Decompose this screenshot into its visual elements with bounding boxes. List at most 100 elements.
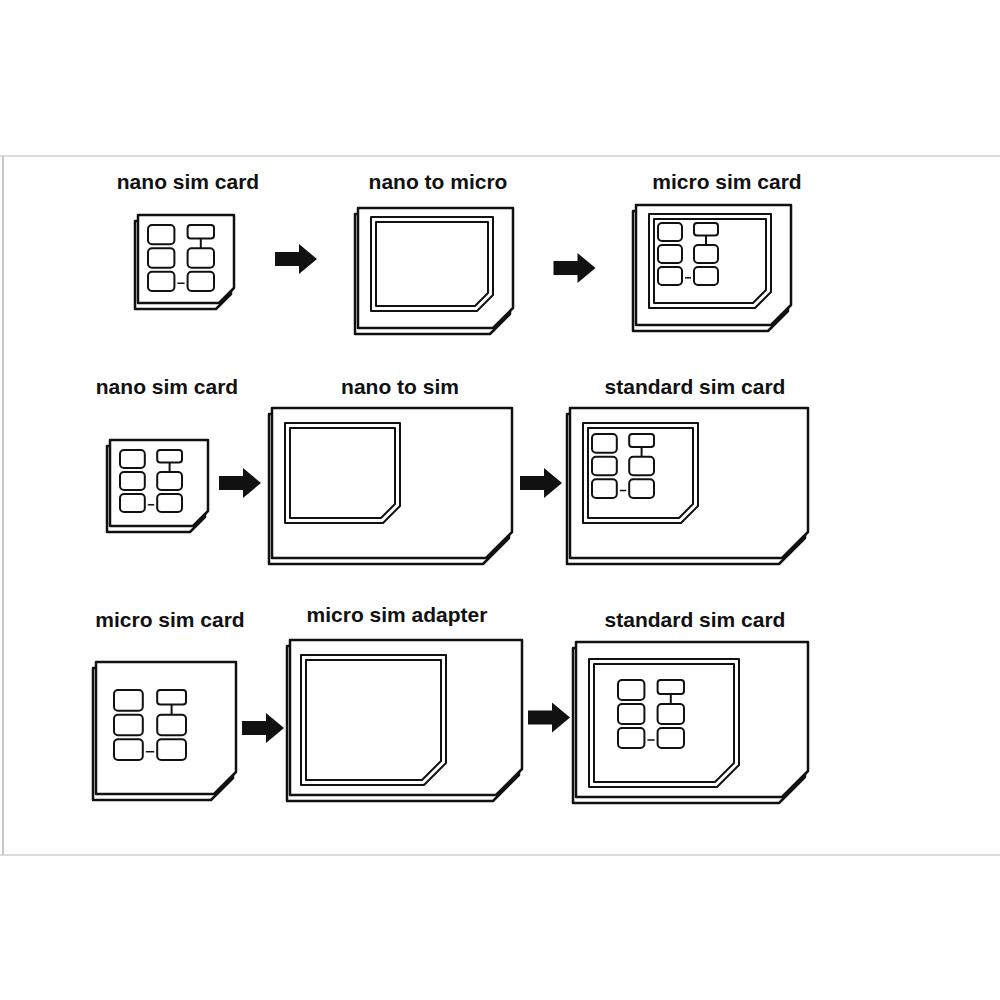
sim-chip xyxy=(114,690,186,760)
sim-figure: nano sim card xyxy=(92,373,242,534)
card-face xyxy=(358,208,513,328)
adapter-hole xyxy=(594,664,734,782)
frame-line xyxy=(0,155,1000,157)
chip-line xyxy=(620,490,626,492)
adapter-hole xyxy=(290,428,395,518)
sim-illustration xyxy=(102,432,216,534)
chip-contact xyxy=(157,472,182,490)
sim-illustration xyxy=(264,400,520,566)
sim-chip xyxy=(592,434,654,498)
block-arrow xyxy=(219,468,261,498)
chip-line xyxy=(705,236,707,245)
chip-contact xyxy=(188,225,214,239)
chip-line xyxy=(171,704,173,714)
adapter-hole xyxy=(376,222,488,306)
card-face xyxy=(272,408,512,558)
chip-contact xyxy=(592,434,617,453)
card-face xyxy=(110,440,208,526)
adapter-hole xyxy=(306,660,441,780)
sim-figure: micro sim card xyxy=(88,606,249,802)
figure-heading: micro sim card xyxy=(652,170,801,194)
chip-line xyxy=(647,739,654,741)
chip-contact xyxy=(658,245,682,263)
chip-contact xyxy=(618,680,644,700)
card-face xyxy=(576,642,808,797)
sim-figure: standard sim card xyxy=(568,606,816,805)
chip-contact xyxy=(148,272,174,291)
chip-line xyxy=(177,283,184,285)
chip-contact xyxy=(148,225,174,244)
chip-contact xyxy=(114,690,143,711)
block-arrow xyxy=(275,244,317,274)
sim-chip xyxy=(148,225,214,291)
chip-contact xyxy=(157,494,182,512)
sim-chip xyxy=(618,680,684,748)
block-arrow xyxy=(554,253,596,283)
chip-contact xyxy=(658,223,682,241)
card-face xyxy=(290,640,522,795)
sim-figure: micro sim adapter xyxy=(282,601,530,803)
figure-heading: nano to micro xyxy=(369,170,508,194)
chip-contact xyxy=(658,728,684,748)
chip-contact xyxy=(157,690,186,704)
sim-figure: micro sim card xyxy=(628,168,806,333)
sim-illustration xyxy=(88,654,244,802)
chip-line xyxy=(670,694,672,704)
block-arrow xyxy=(520,468,562,498)
adapter-rim xyxy=(285,423,400,523)
chip-contact xyxy=(694,267,718,285)
figure-heading: nano sim card xyxy=(96,375,238,399)
sim-illustration xyxy=(282,632,530,803)
chip-line xyxy=(200,239,202,249)
frame-line xyxy=(2,156,4,855)
figure-heading: micro sim adapter xyxy=(307,603,488,627)
chip-contact xyxy=(629,457,654,476)
chip-contact xyxy=(188,248,214,267)
figure-heading: micro sim card xyxy=(95,608,244,632)
chip-contact xyxy=(629,479,654,498)
sim-illustration xyxy=(568,634,816,805)
chip-line xyxy=(146,751,154,753)
sim-figure: nano sim card xyxy=(113,168,263,311)
chip-contact xyxy=(629,434,654,447)
adapter-rim xyxy=(371,217,493,311)
frame-line xyxy=(0,854,1000,856)
chip-line xyxy=(169,463,171,472)
sim-chip xyxy=(658,223,718,285)
sim-illustration xyxy=(350,200,521,336)
chip-contact xyxy=(157,450,182,463)
adapter-hole xyxy=(588,428,693,518)
chip-contact xyxy=(618,728,644,748)
card-face xyxy=(570,408,808,558)
figure-heading: standard sim card xyxy=(605,608,786,632)
figure-heading: standard sim card xyxy=(605,375,786,399)
chip-contact xyxy=(120,494,145,512)
adapter-rim xyxy=(649,214,771,308)
sim-illustration xyxy=(628,197,799,333)
chip-contact xyxy=(114,739,143,760)
chip-line xyxy=(685,277,691,279)
sim-figure: standard sim card xyxy=(562,373,816,566)
chip-contact xyxy=(120,472,145,490)
chip-contact xyxy=(694,245,718,263)
block-arrow xyxy=(242,713,284,743)
sim-illustration xyxy=(130,207,242,311)
chip-contact xyxy=(120,450,145,468)
chip-contact xyxy=(618,704,644,724)
card-face xyxy=(138,215,234,303)
adapter-rim xyxy=(583,423,698,523)
chip-contact xyxy=(694,223,718,236)
chip-line xyxy=(148,504,154,506)
chip-contact xyxy=(157,715,186,736)
sim-chip xyxy=(120,450,182,512)
adapter-hole xyxy=(654,219,766,303)
adapter-rim xyxy=(301,655,446,785)
card-face xyxy=(636,205,791,325)
chip-contact xyxy=(114,715,143,736)
chip-contact xyxy=(658,704,684,724)
chip-contact xyxy=(592,479,617,498)
figure-heading: nano sim card xyxy=(117,170,259,194)
chip-contact xyxy=(157,739,186,760)
sim-figure: nano to sim xyxy=(264,373,520,566)
